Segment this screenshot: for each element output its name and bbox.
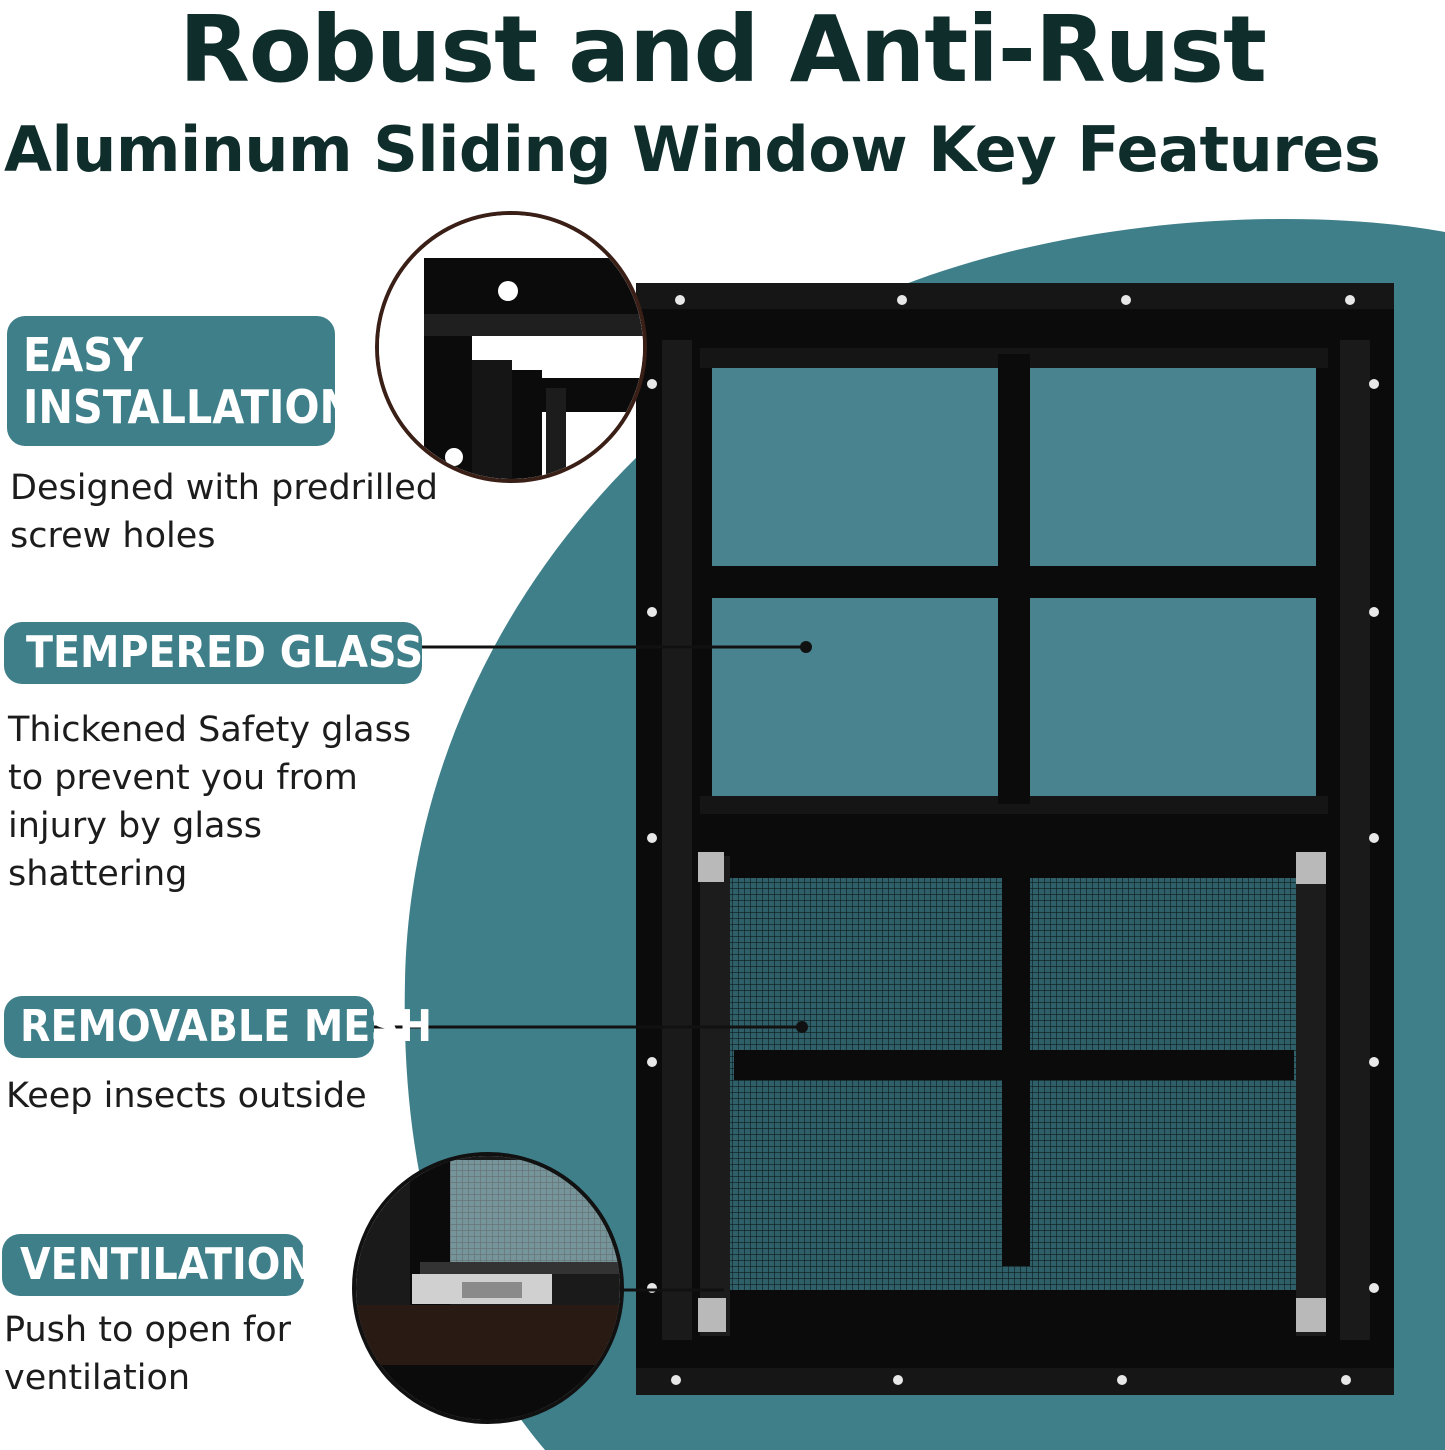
feature-badge-tempered-glass: TEMPERED GLASS (4, 622, 424, 684)
feature-description-tempered-glass: Thickened Safety glass to prevent you fr… (8, 706, 411, 898)
feature-description-line: screw holes (10, 516, 216, 556)
window-frame (636, 283, 1394, 1395)
feature-badge-removable-mesh: REMOVABLE MESH (4, 996, 432, 1058)
feature-description-line: Push to open for (4, 1310, 292, 1350)
feature-description-line: Thickened Safety glass (8, 710, 412, 750)
feature-description-line: Designed with predrilled (10, 468, 438, 508)
feature-description-ventilation: Push to open for ventilation (4, 1306, 291, 1402)
callout-lines (372, 645, 806, 1292)
feature-description-line: Keep insects outside (6, 1076, 367, 1116)
feature-badge-line: VENTILATION (20, 1239, 314, 1290)
feature-badge-line: REMOVABLE MESH (20, 1001, 432, 1052)
page-title: Robust and Anti-Rust (178, 0, 1267, 103)
feature-badge-line: TEMPERED GLASS (26, 627, 424, 678)
corner-zoom-circle (375, 211, 647, 483)
feature-badge-ventilation: VENTILATION (2, 1234, 314, 1296)
page-subtitle: Aluminum Sliding Window Key Features (4, 113, 1381, 186)
feature-badge-line: EASY (23, 328, 144, 382)
feature-description-line: shattering (8, 854, 188, 894)
feature-description-removable-mesh: Keep insects outside (6, 1072, 367, 1120)
feature-description-line: to prevent you from (8, 758, 358, 798)
feature-description-line: ventilation (4, 1358, 191, 1398)
feature-badge-easy-installation: EASY INSTALLATION (7, 316, 355, 446)
feature-description-line: injury by glass (8, 806, 262, 846)
feature-description-easy-installation: Designed with predrilled screw holes (10, 464, 438, 560)
feature-badge-line: INSTALLATION (23, 380, 355, 434)
